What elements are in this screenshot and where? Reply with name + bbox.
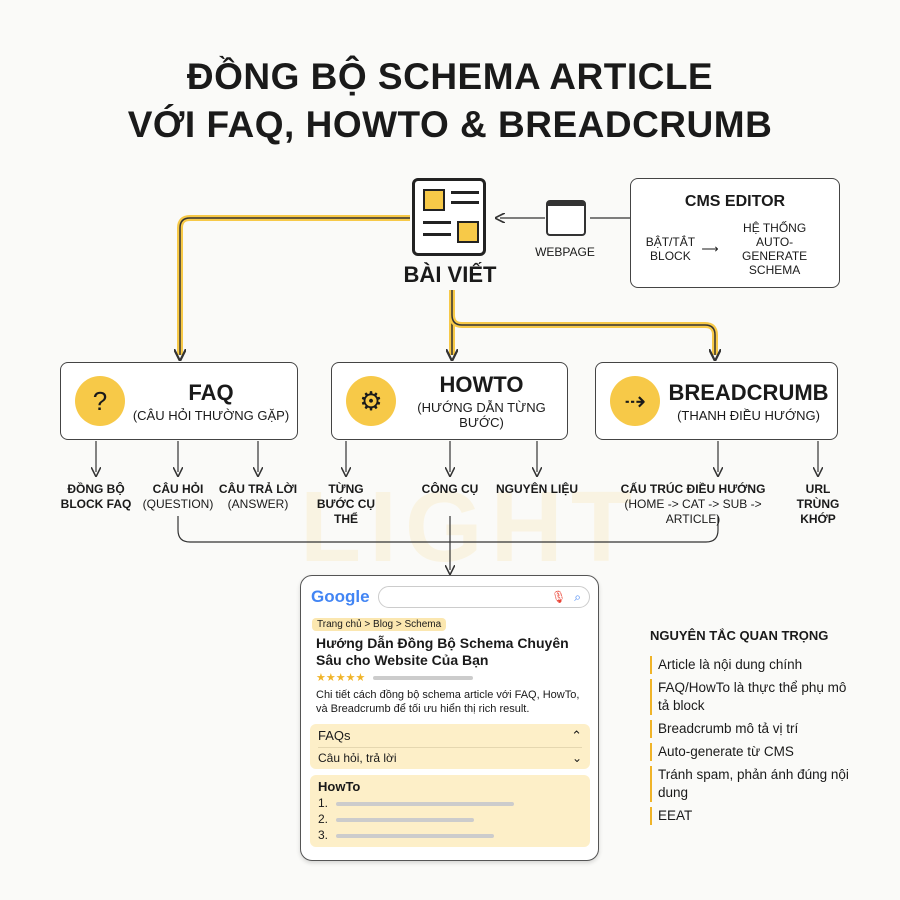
howto-title: HOWTO xyxy=(439,372,524,397)
breadcrumb-item: CẤU TRÚC ĐIỀU HƯỚNG(HOME -> CAT -> SUB -… xyxy=(620,482,766,526)
chevron-down-icon[interactable]: ⌄ xyxy=(571,751,582,765)
arrow-icon: ⟶ xyxy=(701,242,719,256)
faq-title: FAQ xyxy=(188,379,234,405)
principle-item: Tránh spam, phản ánh đúng nội dung xyxy=(650,766,850,802)
howto-item: TỪNG BƯỚC CỤ THỂ xyxy=(316,482,376,526)
cms-autogen-label: HỆ THỐNG AUTO-GENERATE SCHEMA xyxy=(742,221,808,277)
howto-panel-title: HowTo xyxy=(318,779,361,794)
article-icon xyxy=(412,178,486,256)
bread-arrow-icon: ⇢ xyxy=(610,376,660,426)
principles-list: Article là nội dung chính FAQ/HowTo là t… xyxy=(650,656,850,830)
principle-item: EEAT xyxy=(650,807,850,825)
principle-item: Breadcrumb mô tả vị trí xyxy=(650,720,850,738)
chevron-up-icon[interactable]: ⌃ xyxy=(571,728,582,743)
breadcrumb-title: BREADCRUMB xyxy=(668,379,829,405)
flow-to-faq xyxy=(177,215,410,355)
cms-toggle-label: BẬT/TẮT BLOCK xyxy=(645,235,696,263)
howto-box: ⚙ HOWTO (HƯỚNG DẪN TỪNG BƯỚC) xyxy=(331,362,568,440)
howto-subtitle: (HƯỚNG DẪN TỪNG BƯỚC) xyxy=(417,400,546,430)
search-icon[interactable]: ⌕ xyxy=(574,589,581,604)
breadcrumb-box: ⇢ BREADCRUMB (THANH ĐIỀU HƯỚNG) xyxy=(595,362,838,440)
principle-item: Auto-generate từ CMS xyxy=(650,743,850,761)
microphone-icon[interactable]: 🎙 xyxy=(551,590,567,604)
faq-box: ? FAQ (CÂU HỎI THƯỜNG GẶP) xyxy=(60,362,298,440)
flow-to-breadcrumb xyxy=(449,314,718,355)
howto-step: 2. xyxy=(318,811,582,827)
serp-breadcrumb: Trang chủ > Blog > Schema xyxy=(312,618,447,631)
title-line-1: ĐỒNG BỘ SCHEMA ARTICLE xyxy=(186,56,714,97)
qa-bubbles-icon: ? xyxy=(75,376,125,426)
faq-subtitle: (CÂU HỎI THƯỜNG GẶP) xyxy=(132,407,290,423)
howto-panel: HowTo 1. 2. 3. xyxy=(310,775,590,847)
rating-stars: ★★★★★ xyxy=(316,672,366,684)
watermark: LIGHT xyxy=(300,471,640,583)
breadcrumb-subtitle: (THANH ĐIỀU HƯỚNG) xyxy=(677,407,820,423)
faq-accordion-item: Câu hỏi, trả lời xyxy=(318,751,397,765)
principles-heading: NGUYÊN TẮC QUAN TRỌNG xyxy=(650,628,829,643)
article-label: BÀI VIẾT xyxy=(403,262,497,287)
breadcrumb-item: URL TRÙNG KHỚP xyxy=(796,482,840,526)
serp-preview-card: Google 🎙⌕ Trang chủ > Blog > Schema Hướn… xyxy=(300,575,599,861)
gear-wrench-icon: ⚙ xyxy=(346,376,396,426)
principle-item: Article là nội dung chính xyxy=(650,656,850,674)
serp-description: Chi tiết cách đồng bộ schema article với… xyxy=(316,689,580,715)
faq-accordion[interactable]: FAQs ⌃ Câu hỏi, trả lời ⌄ xyxy=(310,724,590,769)
faq-accordion-title: FAQs xyxy=(318,728,351,743)
google-logo: Google xyxy=(311,587,370,606)
serp-heading[interactable]: Hướng Dẫn Đồng Bộ Schema Chuyên Sâu cho … xyxy=(316,635,569,668)
search-input[interactable]: 🎙⌕ xyxy=(377,586,590,608)
principle-item: FAQ/HowTo là thực thể phụ mô tả block xyxy=(650,679,850,715)
webpage-label: WEBPAGE xyxy=(535,245,595,259)
webpage-icon xyxy=(546,200,586,236)
howto-item: CÔNG CỤ xyxy=(421,482,479,496)
faq-item: CÂU TRẢ LỜI(ANSWER) xyxy=(218,482,298,511)
howto-step: 1. xyxy=(318,795,582,811)
faq-item: CÂU HỎI(QUESTION) xyxy=(142,482,214,511)
howto-step: 3. xyxy=(318,827,582,843)
faq-item: ĐỒNG BỘ BLOCK FAQ xyxy=(60,482,132,511)
howto-item: NGUYÊN LIỆU xyxy=(495,482,578,496)
cms-title: CMS EDITOR xyxy=(684,193,786,210)
cms-editor-box: CMS EDITOR BẬT/TẮT BLOCK ⟶ HỆ THỐNG AUTO… xyxy=(630,178,840,288)
title-line-2: VỚI FAQ, HOWTO & BREADCRUMB xyxy=(127,104,773,145)
